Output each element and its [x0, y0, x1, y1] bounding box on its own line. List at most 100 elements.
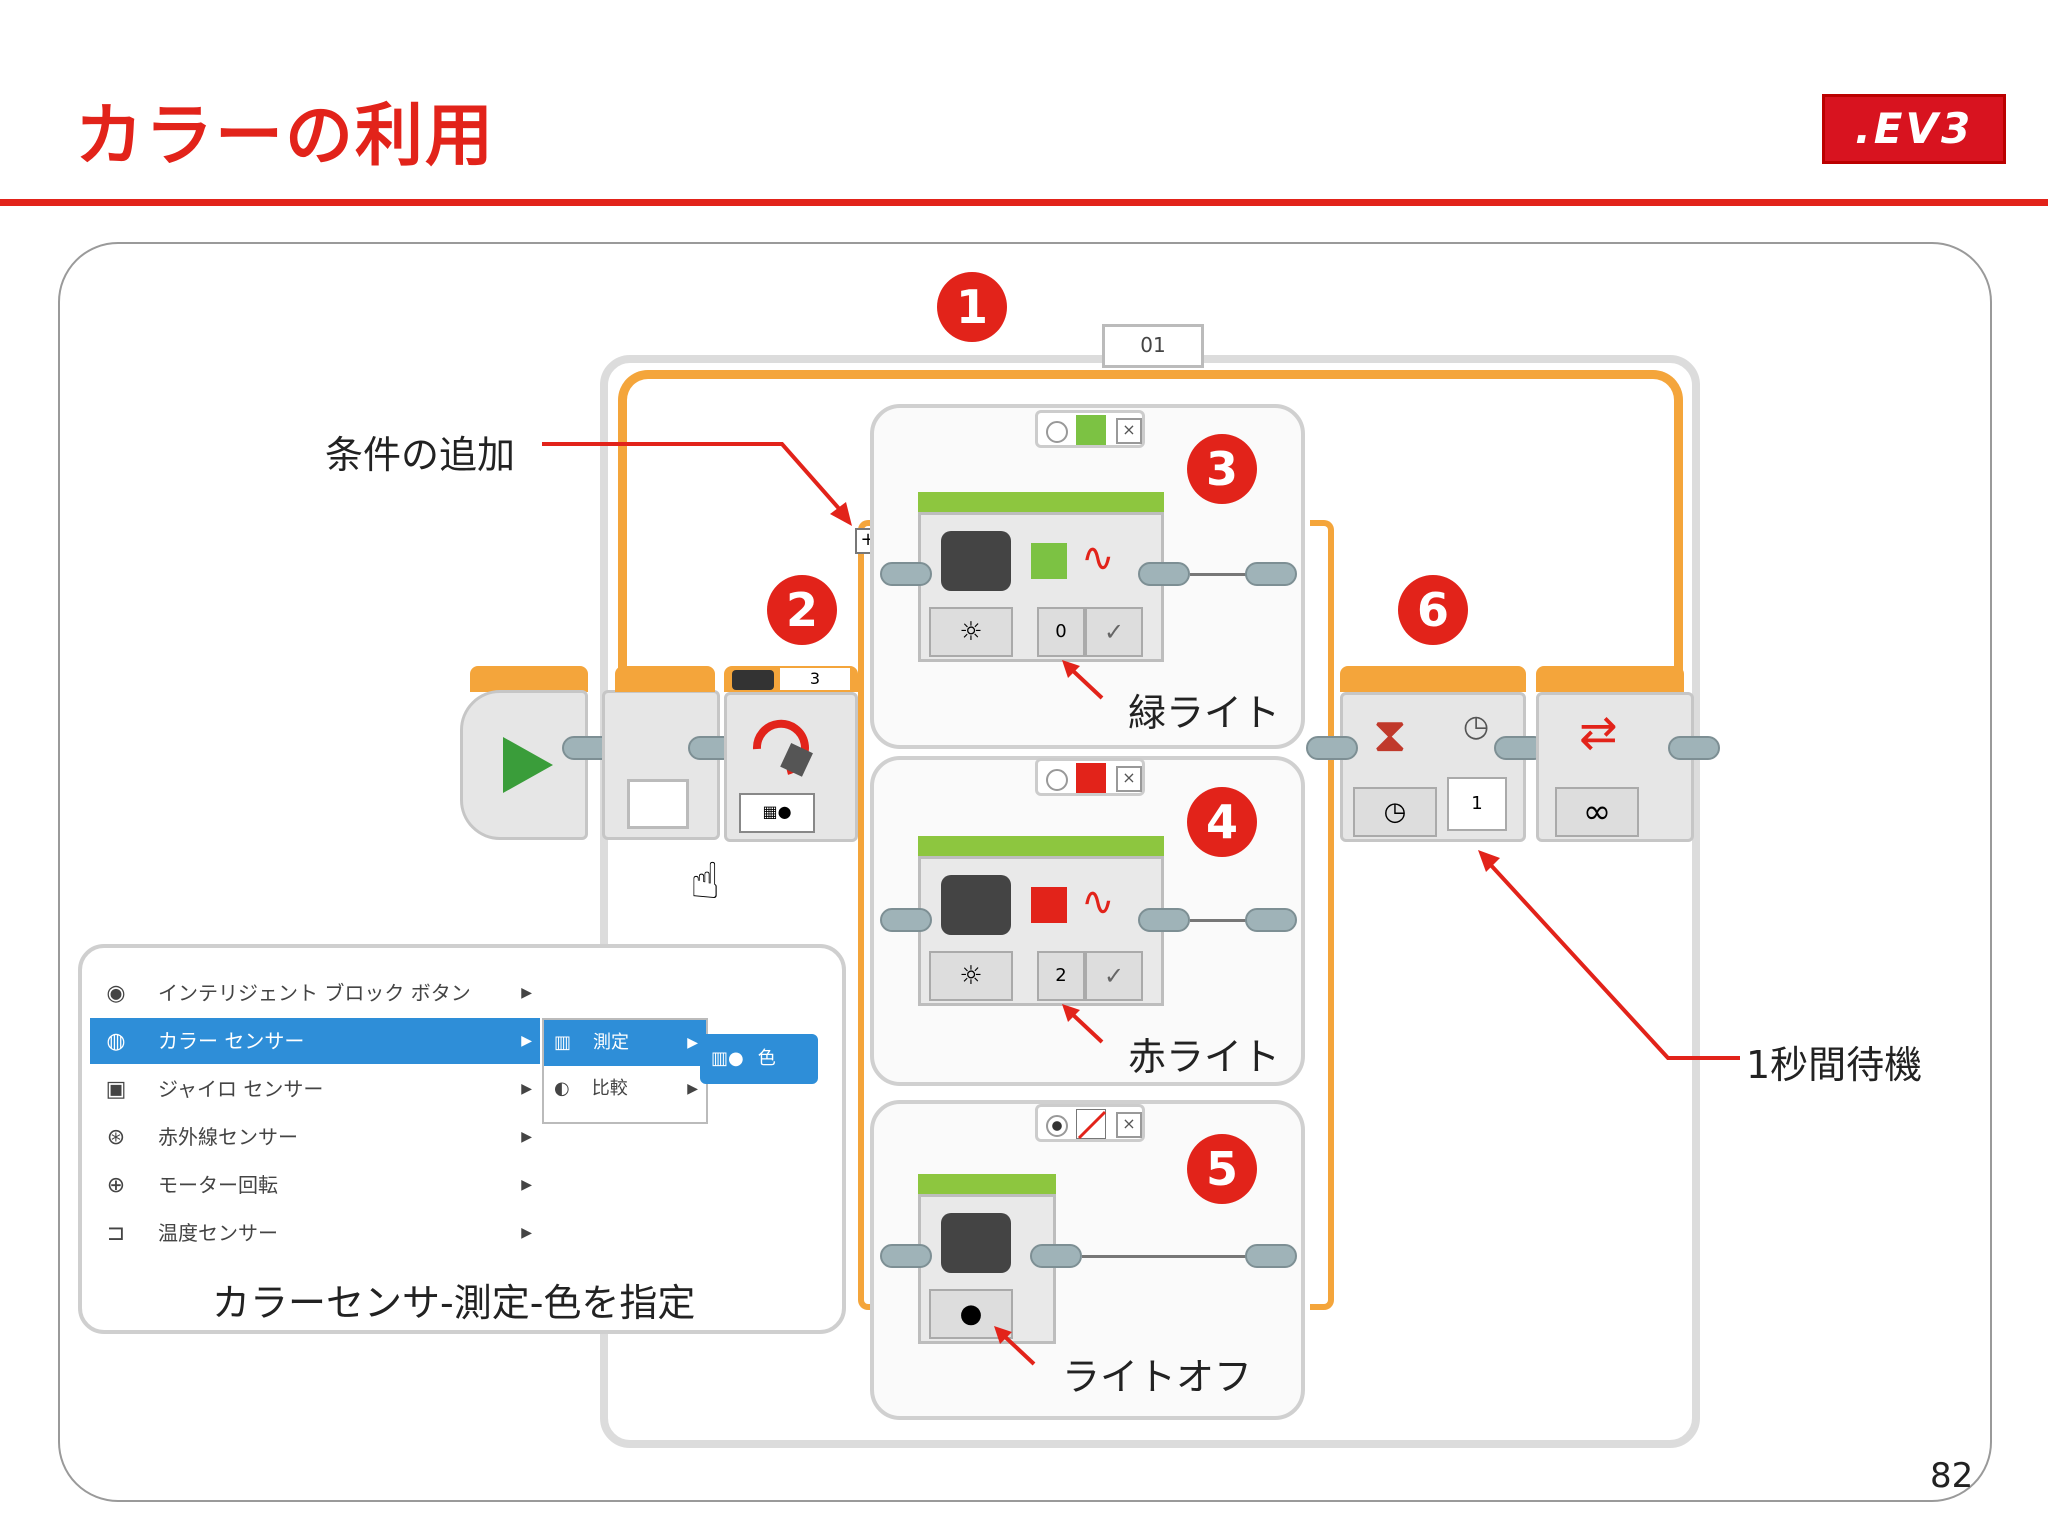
color-sensor-switch-icon: [752, 719, 813, 777]
menu-item-motor-rotation[interactable]: ⊕モーター回転▶: [90, 1162, 540, 1208]
red-light-note: 赤ライト: [1128, 1035, 1281, 1079]
switch-port-icon: [732, 670, 774, 690]
hourglass-icon: ⧗: [1373, 707, 1407, 763]
case-3-end-connector[interactable]: [1245, 1244, 1297, 1268]
play-icon: [503, 737, 553, 793]
switch-port[interactable]: 3: [780, 668, 850, 690]
gyro-sensor-icon: ▣: [105, 1077, 127, 1102]
case-2-delete-icon[interactable]: ×: [1116, 766, 1142, 792]
pulse-wave-icon: ∿: [1081, 879, 1115, 925]
step-6-badge: 6: [1398, 575, 1468, 645]
case-1-wire: [1190, 573, 1246, 576]
color-mode-icon: ▥●: [711, 1048, 744, 1069]
menu-item-brick-button[interactable]: ◉インテリジェント ブロック ボタン▶: [90, 970, 540, 1016]
submenu-item-compare[interactable]: ◐比較▶: [554, 1078, 698, 1099]
brick-status-icon: [941, 875, 1011, 935]
wait-arrow: [1478, 850, 1740, 1060]
brick-status-icon: [941, 1213, 1011, 1273]
case-2-end-connector[interactable]: [1245, 908, 1297, 932]
loop-end-bar: [1536, 666, 1684, 692]
color-sensor-submenu: ▥測定▶ ◐比較▶: [542, 1018, 708, 1124]
case-3-delete-icon[interactable]: ×: [1116, 1112, 1142, 1138]
case-2-header[interactable]: ×: [1035, 758, 1145, 796]
light-color-swatch-red: [1031, 887, 1067, 923]
case-3-header[interactable]: ×: [1035, 1104, 1145, 1142]
wait-note: 1秒間待機: [1746, 1043, 1923, 1087]
switch-right-bracket: [1310, 520, 1334, 1310]
brick-light-block-2[interactable]: ∿ ☼ 2 ✓: [918, 856, 1164, 1006]
switch-block[interactable]: ▦●: [724, 692, 858, 842]
case-2-in-connector[interactable]: [880, 908, 932, 932]
light-block-1-bar: [918, 492, 1164, 514]
loop-block-border: [618, 370, 1683, 705]
case-1-default-radio[interactable]: [1046, 421, 1068, 443]
timer-mode-icon[interactable]: ◷: [1353, 787, 1437, 837]
add-condition-arrow: [542, 442, 852, 526]
step-1-badge: 1: [937, 272, 1007, 342]
mode-selector[interactable]: ▦●: [739, 793, 815, 833]
measure-submenu: ▥●色: [700, 1034, 818, 1084]
measure-icon: ▥: [554, 1032, 572, 1053]
check-icon: ✓: [1085, 607, 1143, 657]
brick-light-block-1[interactable]: ∿ ☼ 0 ✓: [918, 512, 1164, 662]
add-condition-note: 条件の追加: [325, 433, 516, 477]
check-icon: ✓: [1085, 951, 1143, 1001]
sensor-menu-popup: [78, 944, 846, 1334]
menu-item-color-sensor[interactable]: ◍カラー センサー▶: [90, 1018, 540, 1064]
loop-end-block[interactable]: ⇄ ∞: [1536, 692, 1694, 842]
case-1-out-connector[interactable]: [1138, 562, 1190, 586]
case-2-color-swatch: [1076, 763, 1106, 793]
light-off-bulb-icon: ●: [929, 1289, 1013, 1339]
brick-status-icon: [941, 531, 1011, 591]
stopwatch-icon: ◷: [1463, 709, 1490, 744]
light-color-swatch-green: [1031, 543, 1067, 579]
loop-out-connector[interactable]: [1668, 736, 1720, 760]
light-off-block-bar: [918, 1174, 1056, 1196]
arrow-green-light: [1062, 660, 1104, 700]
temperature-sensor-icon: ⊐: [106, 1221, 126, 1246]
menu-item-temperature-sensor[interactable]: ⊐温度センサー▶: [90, 1210, 540, 1256]
case-2-out-connector[interactable]: [1138, 908, 1190, 932]
case-1-header[interactable]: ×: [1035, 410, 1145, 448]
title-divider: [0, 199, 2048, 206]
hand-pointer-icon: ☝: [690, 852, 721, 910]
submenu-item-measure[interactable]: ▥測定▶: [544, 1020, 706, 1066]
green-light-note: 緑ライト: [1128, 691, 1281, 735]
case-2-default-radio[interactable]: [1046, 769, 1068, 791]
wait-block-bar: [1340, 666, 1526, 692]
case-3-default-radio-selected[interactable]: [1046, 1115, 1068, 1137]
brick-light-off-block[interactable]: ●: [918, 1194, 1056, 1344]
color-value[interactable]: 2: [1037, 951, 1085, 1001]
menu-item-infrared-sensor[interactable]: ⊛赤外線センサー▶: [90, 1114, 540, 1160]
arrow-red-light: [1062, 1004, 1104, 1044]
brick-button-icon: ◉: [106, 981, 126, 1006]
unlimited-mode-icon[interactable]: ∞: [1555, 787, 1639, 837]
case-3-no-color-swatch: [1076, 1109, 1107, 1140]
wait-in-connector[interactable]: [1306, 736, 1358, 760]
case-3-out-connector[interactable]: [1030, 1244, 1082, 1268]
color-value[interactable]: 0: [1037, 607, 1085, 657]
infrared-sensor-icon: ⊛: [106, 1125, 126, 1150]
case-1-in-connector[interactable]: [880, 562, 932, 586]
menu-item-gyro-sensor[interactable]: ▣ジャイロ センサー▶: [90, 1066, 540, 1112]
menu-caption: カラーセンサ-測定-色を指定: [212, 1281, 696, 1325]
compare-icon: ◐: [554, 1078, 570, 1099]
step-5-badge: 5: [1187, 1134, 1257, 1204]
light-block-2-bar: [918, 836, 1164, 858]
case-1-delete-icon[interactable]: ×: [1116, 418, 1142, 444]
content-frame: [58, 242, 1992, 1502]
wait-block[interactable]: ⧗ ◷ ◷ 1: [1340, 692, 1526, 842]
wait-seconds[interactable]: 1: [1447, 777, 1507, 831]
start-block-bar: [470, 666, 588, 692]
light-bulb-icon: ☼: [929, 951, 1013, 1001]
case-1-color-swatch: [1076, 415, 1106, 445]
pulse-wave-icon: ∿: [1081, 535, 1115, 581]
light-bulb-icon: ☼: [929, 607, 1013, 657]
case-3-in-connector[interactable]: [880, 1244, 932, 1268]
loop-entry-bar: [615, 666, 715, 692]
loop-entry-block: [602, 690, 720, 840]
case-1-end-connector[interactable]: [1245, 562, 1297, 586]
loop-counter: 01: [1102, 324, 1204, 368]
start-block[interactable]: [460, 690, 588, 840]
submenu-item-color[interactable]: ▥●色: [703, 1037, 815, 1081]
